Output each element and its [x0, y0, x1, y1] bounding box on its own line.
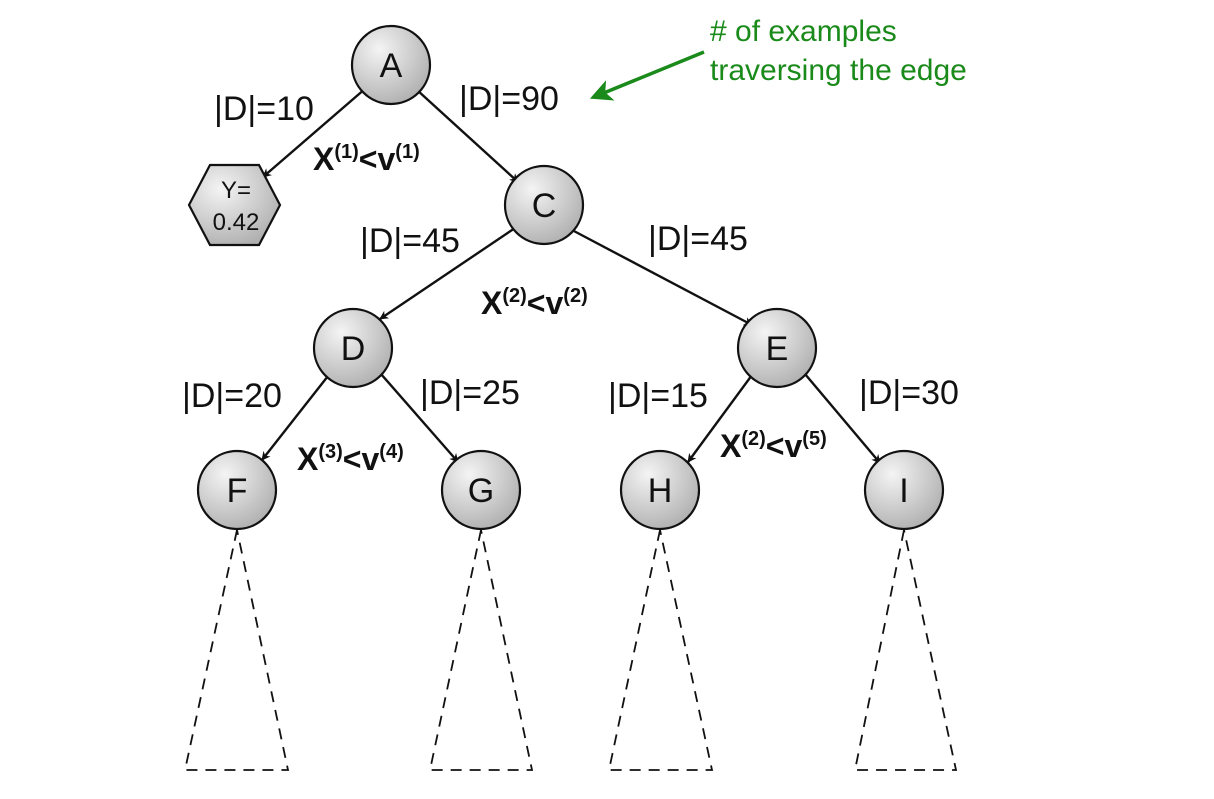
node-i-circle	[863, 449, 945, 531]
split-e-val: v	[784, 428, 802, 464]
split-a-op: <	[359, 141, 378, 177]
node-a-label: A	[380, 47, 403, 85]
edge-count-a-c: |D|=90	[459, 80, 559, 118]
leaf-hexagon	[187, 163, 282, 247]
split-e-op: <	[766, 428, 785, 464]
subtree-f	[183, 529, 290, 771]
node-f: F	[196, 449, 278, 531]
node-c-label: C	[532, 187, 557, 225]
split-c-var-sup: (2)	[502, 285, 526, 307]
node-h-circle	[619, 449, 701, 531]
subtree-placeholders	[183, 529, 958, 771]
node-g: G	[440, 449, 522, 531]
node-a-circle	[350, 24, 432, 106]
edge-count-e-h: |D|=15	[608, 377, 708, 415]
node-h-label: H	[648, 472, 673, 510]
subtree-g	[428, 529, 534, 771]
edge-a-to-leaf	[262, 87, 367, 178]
split-c-var: X	[481, 285, 503, 321]
node-g-label: G	[468, 472, 494, 510]
node-g-circle	[440, 449, 522, 531]
tree-edges	[261, 87, 881, 464]
split-e-var-sup: (2)	[741, 428, 765, 450]
edge-d-to-f	[261, 375, 329, 461]
split-d-op: <	[343, 441, 362, 477]
edge-count-c-d: |D|=45	[360, 222, 460, 260]
split-condition-c: X(2)<v(2)	[481, 285, 588, 321]
edge-count-d-f: |D|=20	[182, 377, 282, 415]
edge-d-to-g	[380, 373, 459, 463]
node-c: C	[503, 164, 585, 246]
split-a-var: X	[313, 141, 335, 177]
split-condition-a: X(1)<v(1)	[313, 141, 420, 177]
edge-count-e-i: |D|=30	[859, 374, 959, 412]
leaf-prediction-line2: 0.42	[213, 209, 260, 236]
node-f-circle	[196, 449, 278, 531]
node-a: A	[350, 24, 432, 106]
subtree-i	[853, 529, 958, 771]
node-e: E	[736, 307, 818, 389]
subtree-h	[607, 529, 714, 771]
edge-count-c-e: |D|=45	[648, 220, 748, 258]
leaf-prediction-line1: Y=	[221, 177, 251, 204]
edge-c-to-d	[379, 227, 516, 320]
split-c-val-sup: (2)	[563, 285, 587, 307]
node-e-circle	[736, 307, 818, 389]
split-a-val-sup: (1)	[395, 141, 419, 163]
annotation-line1: # of examples	[710, 15, 897, 48]
split-c-val: v	[545, 285, 563, 321]
annotation-arrow	[589, 50, 705, 101]
edge-count-d-g: |D|=25	[420, 374, 520, 412]
edge-c-to-e	[571, 228, 753, 327]
node-f-label: F	[227, 472, 248, 510]
node-d-circle	[312, 307, 394, 389]
edge-e-to-i	[804, 373, 881, 464]
node-d: D	[312, 307, 394, 389]
node-d-label: D	[341, 330, 366, 368]
split-c-op: <	[527, 285, 546, 321]
node-i: I	[863, 449, 945, 531]
split-d-var: X	[297, 441, 319, 477]
node-h: H	[619, 449, 701, 531]
split-condition-e: X(2)<v(5)	[720, 428, 827, 464]
edge-count-a-leaf: |D|=10	[214, 90, 314, 128]
split-a-var-sup: (1)	[334, 141, 358, 163]
edge-a-to-c	[416, 89, 519, 183]
node-i-label: I	[899, 472, 908, 510]
annotation-line2: traversing the edge	[710, 54, 967, 87]
split-d-var-sup: (3)	[318, 441, 342, 463]
split-e-val-sup: (5)	[802, 428, 826, 450]
split-d-val: v	[361, 441, 379, 477]
leaf-prediction-node: Y= 0.42	[187, 163, 282, 247]
split-d-val-sup: (4)	[379, 441, 403, 463]
edge-e-to-h	[687, 374, 753, 463]
split-condition-d: X(3)<v(4)	[297, 441, 404, 477]
split-e-var: X	[720, 428, 742, 464]
annotation: # of examples traversing the edge	[589, 15, 967, 101]
node-c-circle	[503, 164, 585, 246]
node-e-label: E	[766, 330, 789, 368]
split-a-val: v	[377, 141, 395, 177]
